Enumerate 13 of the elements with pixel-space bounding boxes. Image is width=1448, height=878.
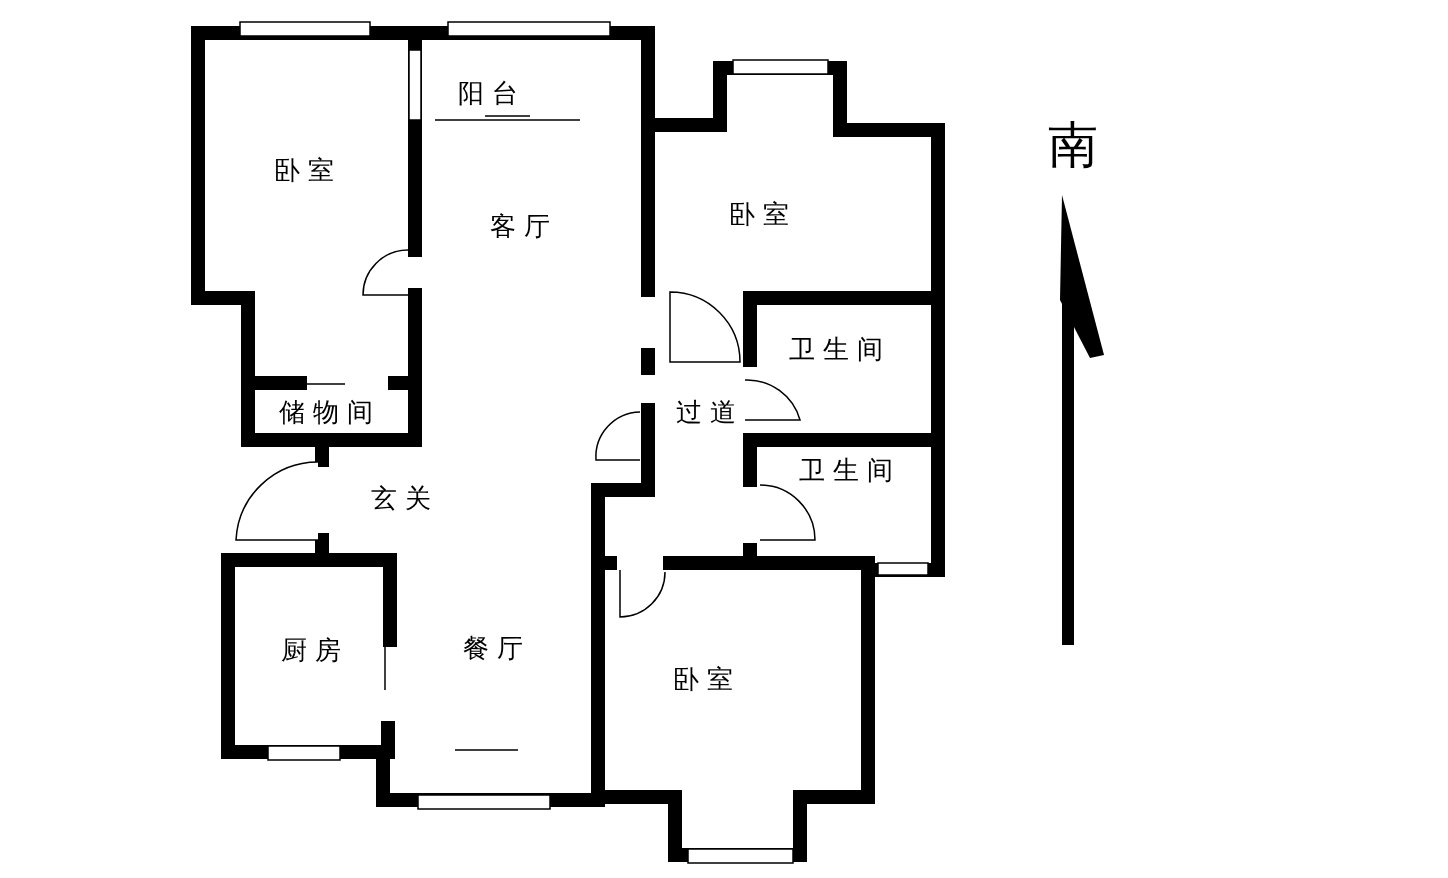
room-label: 卧室 [274,155,342,185]
room-label: 卫生间 [789,334,891,364]
room-label: 厨房 [281,635,349,665]
room-label: 玄关 [371,483,439,513]
room-label: 储物间 [279,397,381,427]
compass-label: 南 [1048,117,1098,173]
room-label: 过道 [676,397,744,427]
room-label: 卫生间 [799,455,901,485]
room-label: 客厅 [490,211,558,241]
room-label: 阳台 [458,78,526,108]
room-label: 餐厅 [463,633,531,663]
room-label: 卧室 [673,664,741,694]
room-label: 卧室 [729,199,797,229]
